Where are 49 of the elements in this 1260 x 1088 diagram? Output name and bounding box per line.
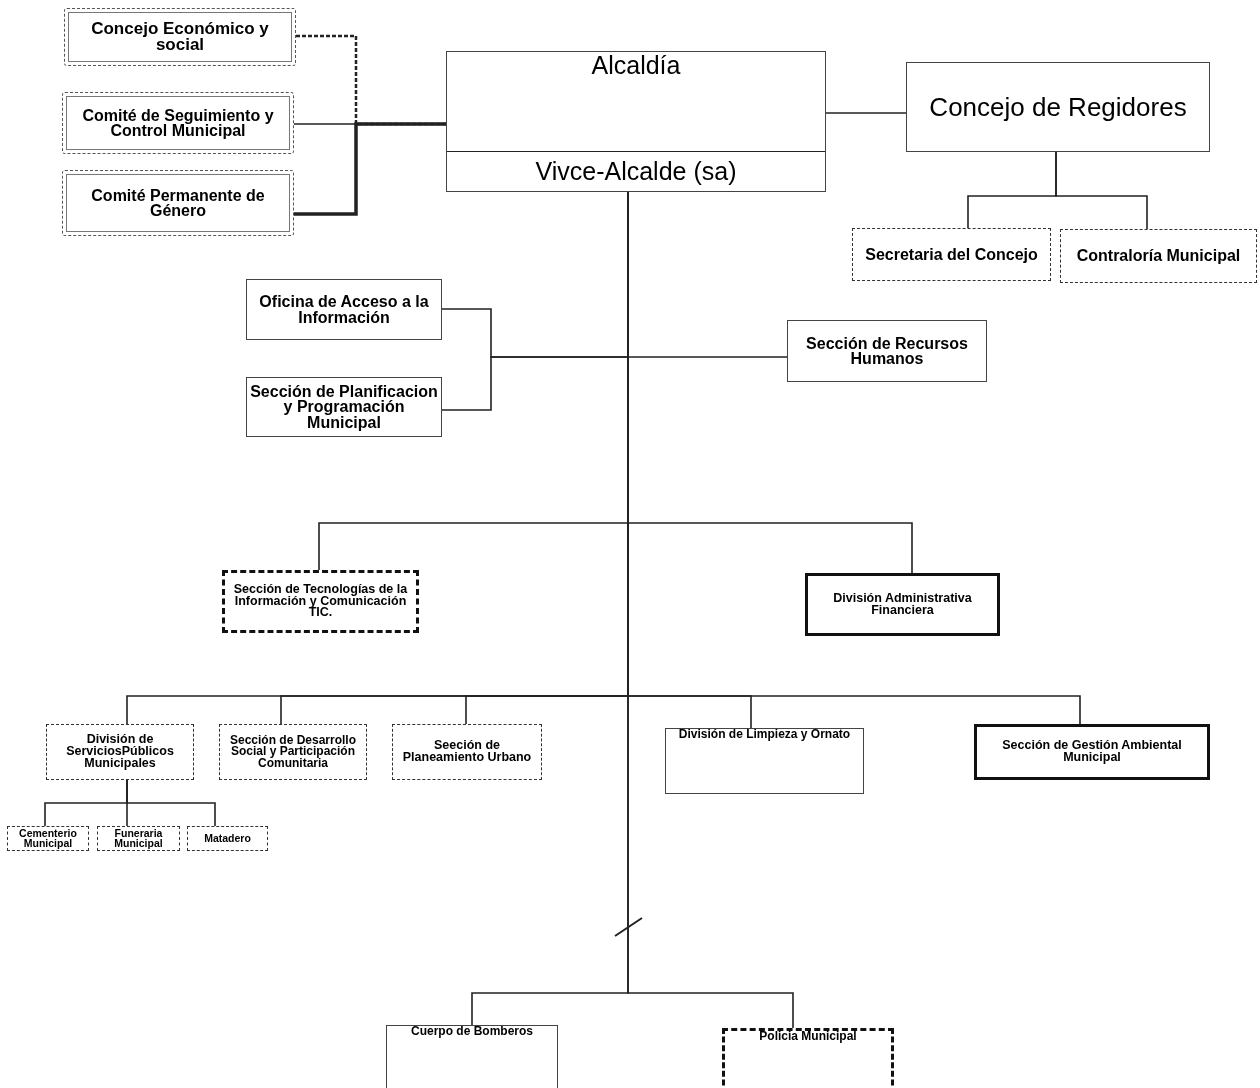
- unit-name: División de Limpieza y Ornato: [677, 729, 852, 741]
- unit-name: División Administrativa Financiera: [832, 592, 973, 617]
- connector-line: [294, 122, 446, 216]
- unit-name: Sección de Desarrollo Social y Participación Comunitaria: [228, 734, 357, 770]
- unit-box: [62, 92, 294, 154]
- unit-name: Cuerpo de Bomberos: [410, 1026, 534, 1038]
- unit-name: Matadero: [203, 833, 252, 844]
- unit-box: [222, 570, 419, 633]
- unit-name: Concejo de Regidores: [928, 92, 1188, 122]
- unit-box: [906, 62, 1210, 152]
- unit-box: [787, 320, 987, 382]
- connector-line: [825, 112, 907, 114]
- unit-box: [246, 279, 442, 340]
- unit-box: [974, 724, 1210, 780]
- unit-name: Sección de Tecnologías de la Información y Comunicación TIC.: [232, 583, 409, 620]
- unit-box: [852, 228, 1051, 281]
- unit-box: [665, 728, 864, 794]
- unit-name: Policia Municipal: [758, 1031, 858, 1043]
- unit-box: [187, 826, 268, 851]
- unit-box: [246, 377, 442, 437]
- unit-box: [392, 724, 542, 780]
- unit-box: [219, 724, 367, 780]
- unit-name: Oficina de Acceso a la Información: [258, 294, 430, 325]
- unit-box: [62, 170, 294, 236]
- sub-title: Vivce-Alcalde (sa): [447, 150, 825, 191]
- unit-box: [722, 1028, 894, 1088]
- unit-name: Funeraria Municipal: [113, 828, 164, 849]
- unit-name: Comité Permanente de Género: [90, 187, 266, 219]
- unit-name: Sección de Recursos Humanos: [805, 335, 969, 367]
- unit-box: [805, 573, 1000, 636]
- unit-box: [46, 724, 194, 780]
- unit-name: Concejo Económico y social: [90, 20, 270, 54]
- unit-box: [1060, 229, 1257, 283]
- connector-line: [126, 779, 216, 827]
- office-box: [446, 51, 826, 192]
- unit-name: División de ServiciosPúblicos Municipales: [65, 734, 175, 770]
- connector-line: [1055, 151, 1148, 230]
- unit-name: Contraloría Municipal: [1075, 248, 1242, 264]
- unit-name: Sección de Gestión Ambiental Municipal: [1001, 740, 1183, 764]
- unit-box: [386, 1025, 558, 1088]
- unit-name: Cementerio Municipal: [18, 828, 78, 849]
- unit-box: [97, 826, 180, 851]
- unit-name: Seeción de Planeamiento Urbano: [401, 740, 533, 764]
- unit-name: Secretaria del Concejo: [864, 246, 1039, 263]
- unit-box: [64, 8, 296, 66]
- unit-name: Alcaldía: [590, 52, 682, 80]
- unit-box: [7, 826, 89, 851]
- unit-name: Sección de Planificacion y Programación Municipal: [249, 384, 439, 430]
- unit-name: Comité de Seguimiento y Control Municipal: [81, 107, 275, 139]
